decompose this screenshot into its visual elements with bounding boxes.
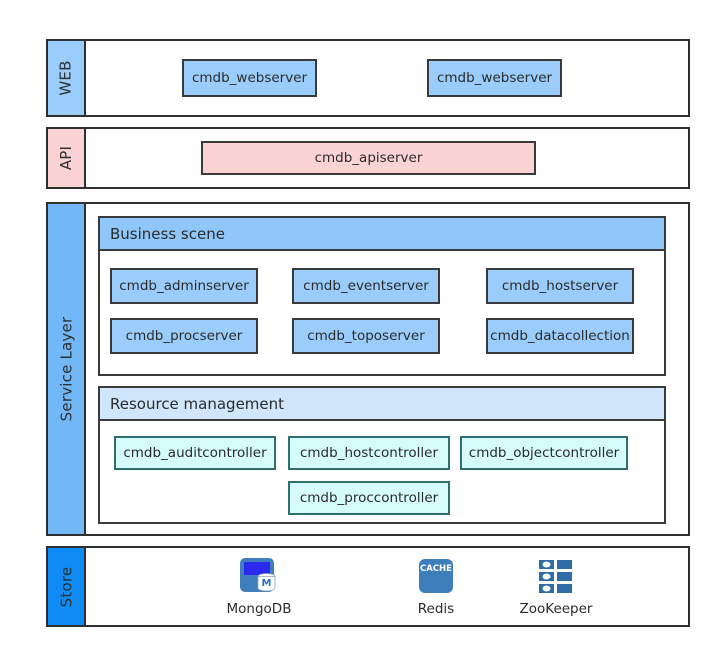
node-cmdb-hostcontroller[interactable]: cmdb_hostcontroller [288,436,450,470]
node-cmdb-auditcontroller[interactable]: cmdb_auditcontroller [114,436,276,470]
node-cmdb-adminserver[interactable]: cmdb_adminserver [110,268,258,304]
node-cmdb-webserver-2[interactable]: cmdb_webserver [427,59,562,97]
store-item-mongodb[interactable]: M MongoDB [199,554,319,617]
node-label: cmdb_toposerver [307,328,425,344]
node-label: cmdb_apiserver [314,150,423,166]
layer-tab-web-label: WEB [56,60,75,96]
node-label: cmdb_hostcontroller [299,445,438,461]
node-cmdb-objectcontroller[interactable]: cmdb_objectcontroller [460,436,628,470]
layer-tab-web: WEB [46,39,86,117]
store-item-label: ZooKeeper [519,601,593,617]
zookeeper-icon [539,560,572,593]
node-label: cmdb_hostserver [501,278,619,294]
store-item-zookeeper[interactable]: ZooKeeper [496,554,616,617]
store-items: M MongoDB CACHE Redis [86,548,688,625]
layer-tab-store: Store [46,546,86,627]
group-resource-management: Resource management cmdb_auditcontroller… [98,386,666,524]
node-label: cmdb_webserver [191,70,308,86]
layer-tab-api: API [46,127,86,189]
redis-icon-text: CACHE [420,564,452,574]
group-business-scene: Business scene cmdb_adminserver cmdb_eve… [98,216,666,376]
store-item-label: Redis [417,601,455,617]
node-label: cmdb_webserver [436,70,553,86]
layer-api-body: cmdb_apiserver [86,127,690,189]
store-item-label: MongoDB [226,601,292,617]
svg-text:M: M [262,578,272,589]
node-cmdb-apiserver[interactable]: cmdb_apiserver [201,141,536,175]
node-label: cmdb_auditcontroller [123,445,267,461]
node-cmdb-datacollection[interactable]: cmdb_datacollection [486,318,634,354]
node-label: cmdb_proccontroller [299,490,439,506]
node-label: cmdb_datacollection [490,328,630,344]
layer-tab-service: Service Layer [46,202,86,536]
node-cmdb-proccontroller[interactable]: cmdb_proccontroller [288,481,450,515]
node-label: cmdb_objectcontroller [468,445,620,461]
node-label: cmdb_procserver [125,328,243,344]
group-header-label: Resource management [110,394,285,413]
node-cmdb-webserver-1[interactable]: cmdb_webserver [182,59,317,97]
node-cmdb-hostserver[interactable]: cmdb_hostserver [486,268,634,304]
mongodb-icon: M [240,558,276,592]
layer-service-body: Business scene cmdb_adminserver cmdb_eve… [86,202,690,536]
layer-web: WEB cmdb_webserver cmdb_webserver [46,39,690,117]
group-business-scene-header: Business scene [100,218,664,251]
node-cmdb-eventserver[interactable]: cmdb_eventserver [292,268,440,304]
group-header-label: Business scene [110,224,225,243]
node-cmdb-procserver[interactable]: cmdb_procserver [110,318,258,354]
node-label: cmdb_eventserver [303,278,429,294]
layer-api: API cmdb_apiserver [46,127,690,189]
layer-tab-api-label: API [57,145,75,171]
node-label: cmdb_adminserver [119,278,249,294]
layer-tab-service-label: Service Layer [57,316,76,422]
layer-store-body: M MongoDB CACHE Redis [86,546,690,627]
node-cmdb-toposerver[interactable]: cmdb_toposerver [292,318,440,354]
group-resource-management-header: Resource management [100,388,664,421]
layer-store: Store M MongoDB [46,546,690,627]
store-item-redis[interactable]: CACHE Redis [376,554,496,617]
layer-tab-store-label: Store [57,566,75,607]
layer-web-body: cmdb_webserver cmdb_webserver [86,39,690,117]
redis-icon: CACHE [419,559,453,593]
layer-service: Service Layer Business scene cmdb_admins… [46,202,690,536]
